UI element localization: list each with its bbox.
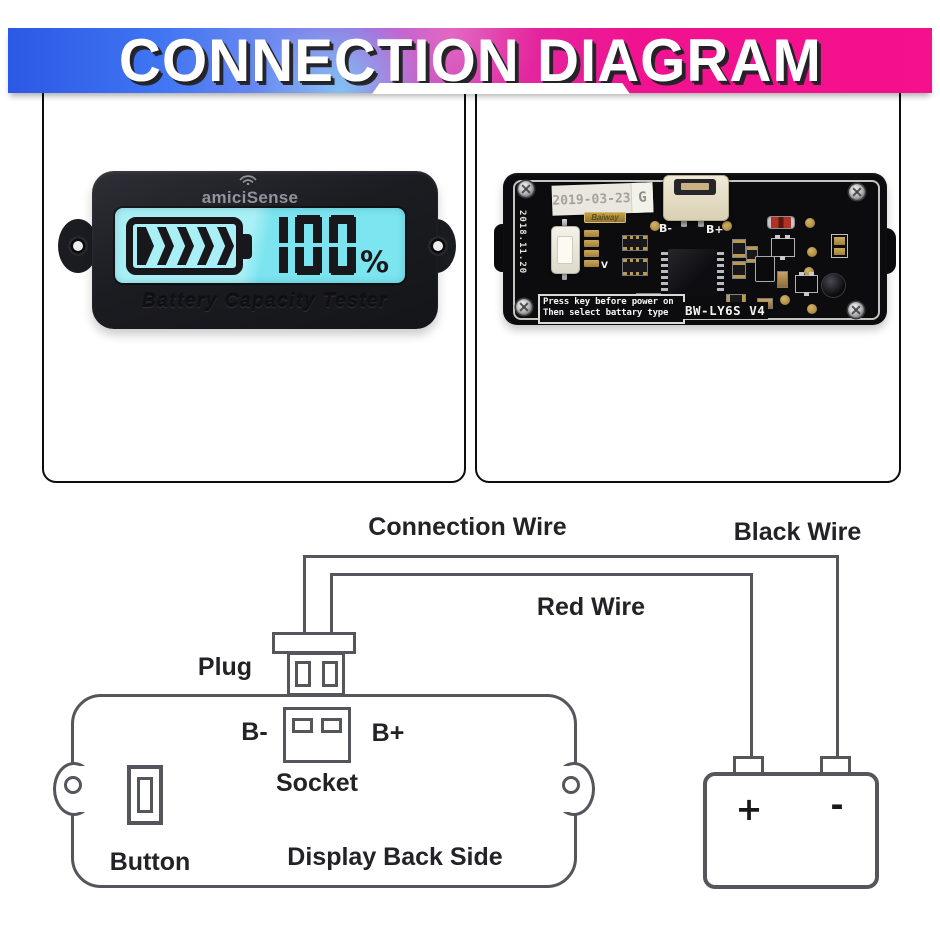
sticker-date: 2019-03-23 [552, 190, 631, 209]
pcb-b-minus-label: B- [659, 222, 672, 235]
sticker-grade: G [630, 182, 654, 213]
red-wire-line [330, 573, 753, 576]
smd-component [755, 256, 775, 282]
black-wire-line [303, 555, 306, 633]
smd-transistor [795, 272, 818, 296]
lcd-percent-sign: % [360, 245, 390, 279]
plug-top [272, 632, 356, 654]
pcb-model-number: BW-LY6S V4 [682, 302, 769, 319]
black-wire-line [303, 555, 839, 558]
smd-resistor [727, 295, 745, 305]
front-right-screw-hole [430, 238, 446, 254]
date-sticker: 2019-03-23 G [551, 182, 654, 216]
battery-outline [703, 772, 879, 889]
socket-pin-slot [292, 718, 313, 733]
screw-icon [516, 299, 532, 315]
header-banner: CONNECTION DIAGRAM [8, 27, 932, 94]
socket-pin-slot [321, 718, 342, 733]
output-pads [831, 234, 848, 258]
via-pad [722, 221, 732, 231]
jst-connector-pin [681, 183, 709, 190]
ic-chip [668, 249, 717, 296]
button-pin [562, 272, 567, 280]
solder-pads [584, 230, 599, 267]
button-pin [562, 219, 567, 226]
ic-pins [661, 252, 668, 294]
wifi-icon [238, 171, 258, 190]
page-title: CONNECTION DIAGRAM [118, 27, 822, 94]
via-pad [780, 295, 790, 305]
pads-label: V [601, 261, 608, 271]
via-pad [650, 221, 660, 231]
ic-pins [717, 252, 724, 294]
socket-outline [283, 707, 351, 763]
battery-icon-terminal [243, 234, 252, 259]
brand-logo: amiciSense [201, 188, 299, 207]
button-inner-outline [137, 777, 153, 813]
smd-transistor [771, 235, 795, 260]
pcb-note-line2: Then select battary type [543, 308, 669, 318]
via-pad [804, 267, 814, 277]
side-date: 2018.11.20 [517, 210, 527, 275]
battery-bars [137, 227, 234, 265]
screw-icon [848, 302, 864, 318]
plug-prong [295, 661, 311, 687]
pcb-b-plus-label: B+ [706, 223, 724, 236]
battery-minus-sign: - [830, 786, 844, 824]
red-wire-line [330, 573, 333, 633]
pcb-note-line1: Press key before power on [543, 297, 674, 307]
plug-prong [322, 661, 338, 687]
smd-capacitor [733, 262, 745, 278]
resistor-network [623, 259, 647, 275]
display-back-side-label: Display Back Side [287, 843, 503, 871]
black-wire-line [836, 555, 839, 757]
lcd-digits [278, 215, 363, 275]
b-minus-label: B- [241, 718, 268, 746]
battery-plus-sign: + [735, 790, 763, 828]
pcb-note-box: Press key before power on Then select ba… [538, 294, 685, 324]
battery-icon [126, 217, 243, 275]
smd-capacitor [778, 272, 787, 287]
screw-icon [849, 184, 865, 200]
black-wire-label: Black Wire [733, 518, 862, 546]
b-plus-label: B+ [371, 719, 405, 747]
maker-label: Baiway [584, 212, 626, 223]
plug-label: Plug [197, 653, 253, 681]
red-wire-line [750, 573, 753, 757]
smd-capacitor [733, 240, 745, 257]
via-pad [807, 304, 817, 314]
device-caption: Battery Capacity Tester [141, 291, 389, 312]
inductor [822, 274, 845, 297]
tactile-button-cap [557, 236, 573, 264]
connection-wire-label: Connection Wire [368, 513, 567, 541]
button-label: Button [109, 848, 191, 876]
diode [768, 217, 794, 228]
via-pad [805, 218, 815, 228]
display-left-hole [64, 776, 82, 794]
front-left-screw-hole [70, 238, 86, 254]
display-right-hole [562, 776, 580, 794]
resistor-network [623, 236, 647, 250]
red-wire-label: Red Wire [536, 593, 646, 621]
banner-notch [372, 83, 630, 94]
screw-icon [518, 181, 534, 197]
via-pad [807, 247, 817, 257]
smd-capacitor [747, 247, 757, 262]
socket-label: Socket [276, 769, 358, 797]
